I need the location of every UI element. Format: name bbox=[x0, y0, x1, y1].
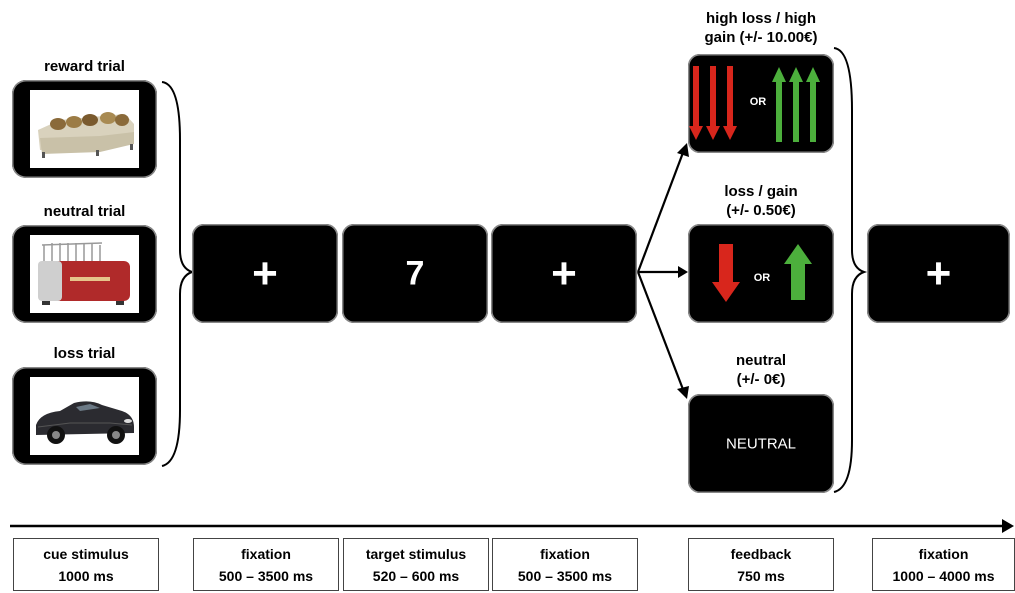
triple-down-arrow-icon bbox=[689, 66, 737, 140]
neutral-trial-label: neutral trial bbox=[43, 203, 126, 220]
triple-arrows bbox=[689, 66, 820, 142]
down-arrow-icon bbox=[712, 244, 740, 302]
neutral-feedback-label: neutral (+/- 0€) bbox=[688, 351, 834, 389]
timeline-arrowhead bbox=[1002, 519, 1014, 533]
timeline-box-target: target stimulus 520 – 600 ms bbox=[343, 538, 489, 591]
timeline-duration: 750 ms bbox=[737, 568, 785, 584]
high-feedback-label: high loss / high gain (+/- 10.00€) bbox=[688, 9, 834, 47]
label-line: neutral bbox=[735, 352, 786, 369]
timeline-phase: feedback bbox=[730, 546, 792, 562]
timeline-duration: 1000 ms bbox=[58, 568, 114, 584]
high-feedback-screen: OR bbox=[688, 54, 834, 153]
timeline-box-cue: cue stimulus 1000 ms bbox=[13, 538, 159, 591]
timeline-phase: cue stimulus bbox=[43, 546, 129, 562]
label-line: (+/- 0€) bbox=[736, 371, 786, 388]
fixation-screen-3: + bbox=[867, 224, 1010, 323]
label-line: (+/- 0.50€) bbox=[726, 202, 796, 219]
neutral-text: NEUTRAL bbox=[725, 435, 796, 452]
timeline-phase: fixation bbox=[540, 546, 590, 562]
timeline-box-fixation-1: fixation 500 – 3500 ms bbox=[193, 538, 339, 591]
arrow-to-neutral bbox=[636, 271, 686, 393]
label-line: high loss / high bbox=[706, 10, 816, 27]
triple-up-arrow-icon bbox=[772, 67, 820, 142]
fixation-cross: + bbox=[252, 248, 278, 298]
target-number: 7 bbox=[405, 254, 425, 292]
timeline-duration: 520 – 600 ms bbox=[372, 568, 460, 584]
neutral-cue-screen bbox=[12, 225, 157, 323]
single-arrows bbox=[712, 244, 812, 302]
up-arrow-icon bbox=[784, 244, 812, 300]
timeline-box-fixation-3: fixation 1000 – 4000 ms bbox=[872, 538, 1015, 591]
loss-trial-label: loss trial bbox=[53, 345, 116, 362]
fixation-screen-2: + bbox=[491, 224, 637, 323]
toaster-photo bbox=[30, 235, 139, 313]
target-screen: 7 bbox=[342, 224, 488, 323]
label-line: gain (+/- 10.00€) bbox=[704, 29, 818, 46]
reward-trial-label: reward trial bbox=[44, 58, 125, 75]
fixation-cross: + bbox=[551, 248, 577, 298]
left-brace bbox=[161, 81, 196, 467]
small-feedback-label: loss / gain (+/- 0.50€) bbox=[688, 182, 834, 220]
timeline-phase: fixation bbox=[918, 546, 969, 562]
timeline-duration: 500 – 3500 ms bbox=[517, 568, 613, 584]
or-label: OR bbox=[749, 96, 767, 108]
timeline-box-fixation-2: fixation 500 – 3500 ms bbox=[492, 538, 638, 591]
reward-cue-screen bbox=[12, 80, 157, 178]
label-line: loss / gain bbox=[724, 183, 798, 200]
car-photo bbox=[30, 377, 139, 455]
neutral-feedback-screen: NEUTRAL bbox=[688, 394, 834, 493]
arrow-to-high bbox=[636, 149, 686, 273]
right-brace bbox=[833, 47, 868, 493]
timeline-box-feedback: feedback 750 ms bbox=[688, 538, 834, 591]
loss-cue-screen bbox=[12, 367, 157, 465]
timeline-duration: 500 – 3500 ms bbox=[218, 568, 314, 584]
or-label: OR bbox=[753, 272, 771, 284]
timeline-phase: fixation bbox=[241, 546, 291, 562]
sofa-photo bbox=[30, 90, 139, 168]
fixation-screen-1: + bbox=[192, 224, 338, 323]
small-feedback-screen: OR bbox=[688, 224, 834, 323]
timeline-phase: target stimulus bbox=[365, 546, 467, 562]
fixation-cross: + bbox=[925, 248, 952, 298]
timeline-duration: 1000 – 4000 ms bbox=[892, 568, 995, 584]
